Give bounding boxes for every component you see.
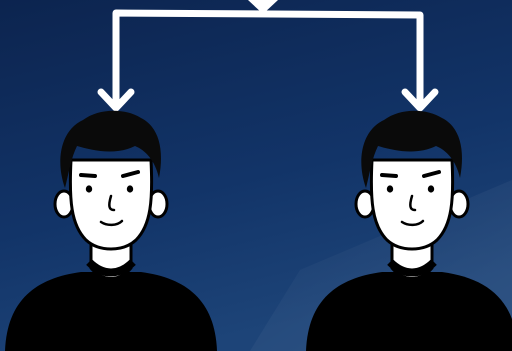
illustration-scene (0, 0, 512, 351)
illustration-canvas (0, 0, 512, 351)
